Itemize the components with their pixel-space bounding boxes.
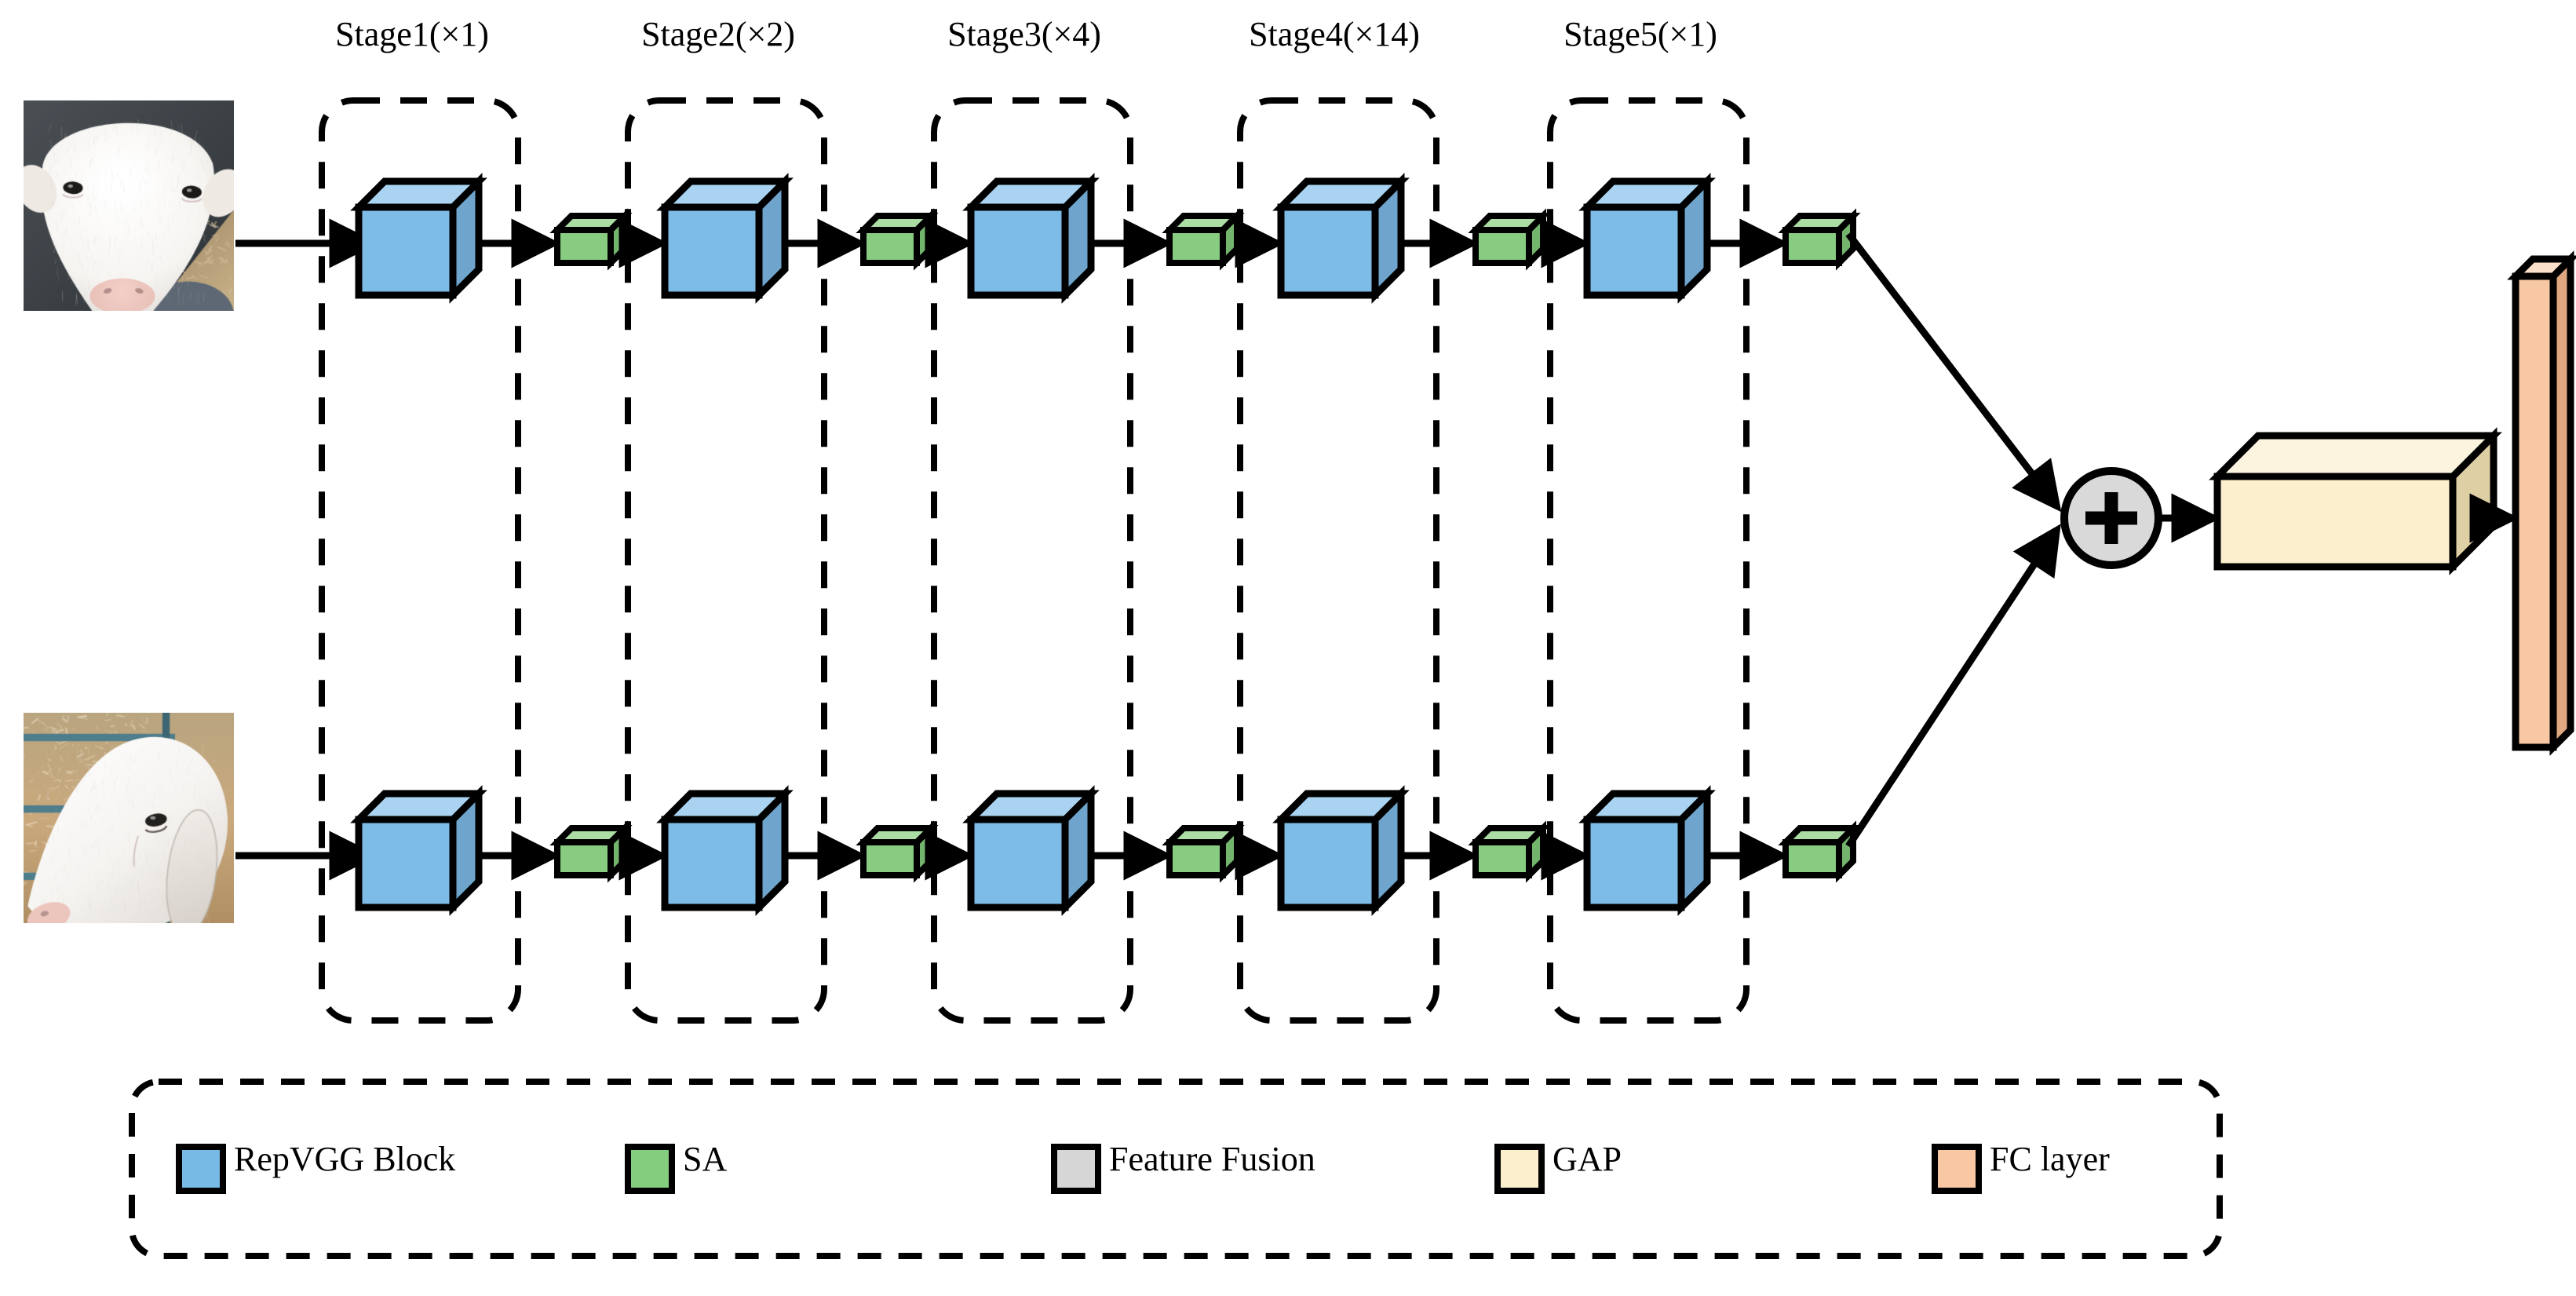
- lower-branch-sa-block-4: [1476, 828, 1543, 875]
- feature-fusion-node: [2064, 471, 2158, 565]
- upper-branch-repvgg-block-stage2-top-face: [665, 181, 785, 207]
- lower-branch-sa-block-2: [863, 828, 931, 875]
- legend-label-sa: SA: [683, 1139, 727, 1179]
- fc-layer-block-front-face: [2516, 276, 2553, 747]
- lower-branch-sa-block-4-front-face: [1476, 842, 1529, 875]
- stage-label-5: Stage5(×1): [1507, 14, 1774, 54]
- upper-branch-sa-block-3: [1169, 216, 1237, 263]
- upper-branch-repvgg-block-stage1-front-face: [359, 207, 453, 295]
- lower-branch-fusion-connector: [1848, 531, 2056, 846]
- upper-branch-sa-block-2: [863, 216, 931, 263]
- upper-branch-repvgg-block-stage3-front-face: [971, 207, 1065, 295]
- lower-branch-repvgg-block-stage4-front-face: [1281, 820, 1375, 907]
- lower-branch-repvgg-block-stage5-front-face: [1587, 820, 1681, 907]
- legend-label-gap: GAP: [1553, 1139, 1622, 1179]
- upper-branch-sa-block-3-front-face: [1169, 230, 1223, 263]
- upper-branch-repvgg-block-stage5-top-face: [1587, 181, 1707, 207]
- upper-branch-sa-block-5-front-face: [1786, 230, 1839, 263]
- lower-branch-repvgg-block-stage2: [665, 794, 785, 907]
- fc-layer-block: [2516, 259, 2571, 747]
- legend-label-feature-fusion: Feature Fusion: [1109, 1139, 1315, 1179]
- lower-branch-repvgg-block-stage4-top-face: [1281, 794, 1401, 820]
- stage-label-1: Stage1(×1): [279, 14, 545, 54]
- legend-swatch-4: [1935, 1147, 1979, 1191]
- upper-branch-repvgg-block-stage3-top-face: [971, 181, 1091, 207]
- lower-branch-repvgg-block-stage1: [359, 794, 479, 907]
- stage-label-4: Stage4(×14): [1201, 14, 1468, 54]
- lower-branch-repvgg-block-stage3: [971, 794, 1091, 907]
- stage-label-3: Stage3(×4): [891, 14, 1158, 54]
- legend-swatch-0: [179, 1147, 223, 1191]
- gap-block: [2217, 436, 2494, 567]
- lower-branch-repvgg-block-stage1-front-face: [359, 820, 453, 907]
- stage-label-2: Stage2(×2): [585, 14, 852, 54]
- upper-branch-repvgg-block-stage1: [359, 181, 479, 295]
- upper-branch-sa-block-4: [1476, 216, 1543, 263]
- lower-branch-repvgg-block-stage3-front-face: [971, 820, 1065, 907]
- upper-branch-repvgg-block-stage4-front-face: [1281, 207, 1375, 295]
- legend-swatch-2: [1054, 1147, 1098, 1191]
- lower-branch-sa-block-3-front-face: [1169, 842, 1223, 875]
- upper-branch-sa-block-2-front-face: [863, 230, 917, 263]
- lower-branch-sa-block-2-front-face: [863, 842, 917, 875]
- upper-branch-sa-block-4-front-face: [1476, 230, 1529, 263]
- lower-branch-repvgg-block-stage2-front-face: [665, 820, 759, 907]
- upper-branch-repvgg-block-stage2-front-face: [665, 207, 759, 295]
- lower-branch-repvgg-block-stage5: [1587, 794, 1707, 907]
- lower-branch-sa-block-1-front-face: [557, 842, 611, 875]
- upper-branch-repvgg-block-stage1-top-face: [359, 181, 479, 207]
- lower-branch-sa-block-5: [1786, 828, 1853, 875]
- upper-branch-fusion-connector: [1848, 234, 2056, 506]
- lower-branch-sa-block-5-front-face: [1786, 842, 1839, 875]
- legend-swatch-1: [628, 1147, 672, 1191]
- upper-branch-sa-block-1-front-face: [557, 230, 611, 263]
- legend-swatch-3: [1498, 1147, 1542, 1191]
- lower-branch-sa-block-1: [557, 828, 625, 875]
- lower-branch-repvgg-block-stage3-top-face: [971, 794, 1091, 820]
- upper-branch-repvgg-block-stage3: [971, 181, 1091, 295]
- legend-label-fc-layer: FC layer: [1990, 1139, 2110, 1179]
- lower-branch-repvgg-block-stage2-top-face: [665, 794, 785, 820]
- upper-branch-repvgg-block-stage5-front-face: [1587, 207, 1681, 295]
- lower-branch-repvgg-block-stage4: [1281, 794, 1401, 907]
- upper-branch-repvgg-block-stage2: [665, 181, 785, 295]
- upper-branch-repvgg-block-stage5: [1587, 181, 1707, 295]
- legend-label-repvgg-block: RepVGG Block: [234, 1139, 455, 1179]
- gap-block-front-face: [2217, 476, 2453, 567]
- lower-branch-repvgg-block-stage5-top-face: [1587, 794, 1707, 820]
- upper-branch-repvgg-block-stage4: [1281, 181, 1401, 295]
- lower-branch-sa-block-3: [1169, 828, 1237, 875]
- upper-branch-sa-block-5: [1786, 216, 1853, 263]
- gap-block-top-face: [2217, 436, 2494, 476]
- upper-branch-sa-block-1: [557, 216, 625, 263]
- lower-branch-repvgg-block-stage1-top-face: [359, 794, 479, 820]
- upper-branch-repvgg-block-stage4-top-face: [1281, 181, 1401, 207]
